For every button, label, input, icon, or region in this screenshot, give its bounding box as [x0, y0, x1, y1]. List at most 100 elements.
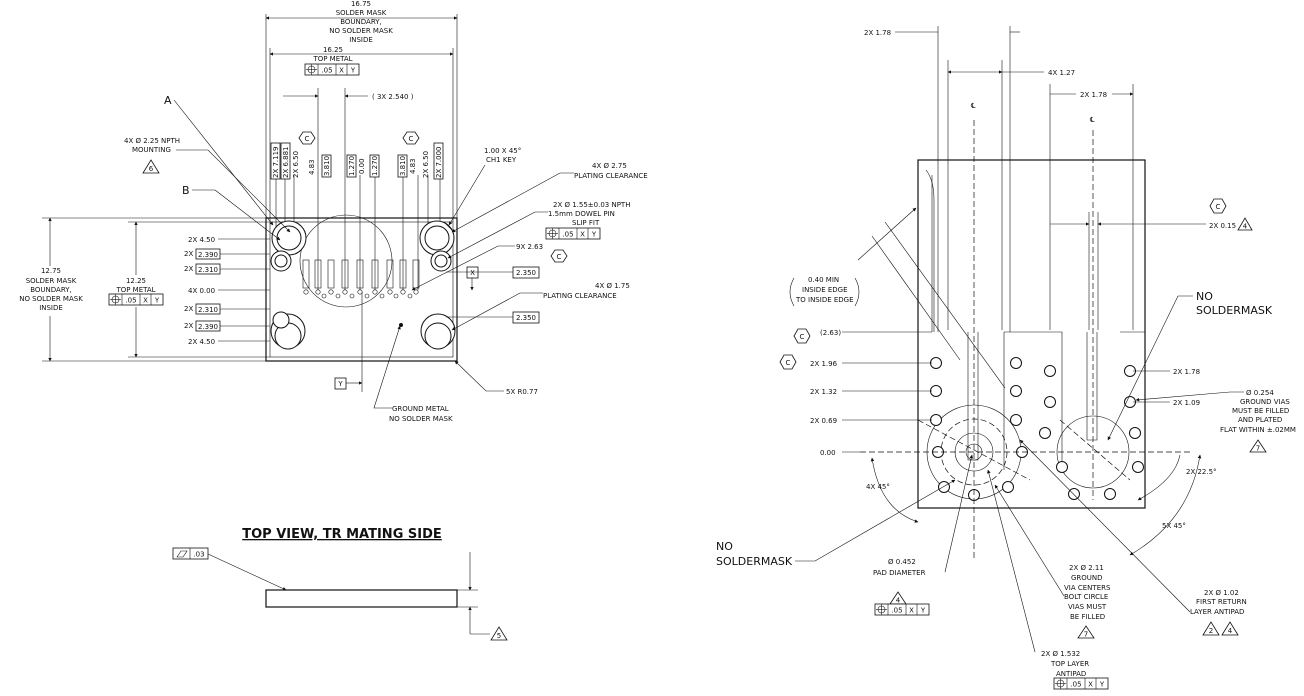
detail-via — [1056, 461, 1068, 473]
svg-text:2.310: 2.310 — [198, 266, 218, 274]
svg-text:4: 4 — [1228, 627, 1233, 635]
bolt-note-3: VIA CENTERS — [1064, 584, 1111, 592]
detail-via — [1010, 414, 1022, 426]
dim-16-75-line2: BOUNDARY, — [340, 18, 382, 26]
dim-12-75-line3: NO SOLDER MASK — [19, 295, 83, 303]
svg-text:2.390: 2.390 — [198, 323, 218, 331]
top-antipad-2: TOP LAYER — [1050, 660, 1089, 668]
ground-via — [335, 293, 341, 299]
top-view: 16.75 SOLDER MASK BOUNDARY, NO SOLDER MA… — [14, 0, 648, 641]
fcf-top-antipad: .05 X Y — [1053, 677, 1109, 690]
dim-16-25-label: TOP METAL — [312, 55, 352, 63]
y-label-000: 0.00 — [820, 449, 836, 457]
inside-edge-3: TO INSIDE EDGE — [795, 296, 854, 304]
signal-slot — [327, 259, 335, 289]
svg-text:2.350: 2.350 — [516, 269, 536, 277]
via-note-5: FLAT WITHIN ±.02MM — [1220, 426, 1296, 434]
signal-slot — [386, 259, 394, 289]
svg-text:X: X — [143, 297, 148, 305]
svg-text:2X 6.50: 2X 6.50 — [422, 151, 430, 178]
via-note-2: GROUND VIAS — [1240, 398, 1290, 406]
signal-via — [400, 289, 406, 295]
board-outline — [265, 217, 458, 362]
no-soldermask-right-1: NO — [1196, 290, 1213, 303]
svg-text:X: X — [580, 231, 585, 239]
svg-text:2X: 2X — [184, 305, 193, 313]
dim-16-25-value: 16.25 — [323, 46, 343, 54]
svg-text:X: X — [1088, 681, 1093, 689]
svg-text:Y: Y — [920, 607, 926, 615]
top-antipad-3: ANTIPAD — [1056, 670, 1086, 678]
dim-12-75-value: 12.75 — [41, 267, 61, 275]
datum-c-hex-right: C — [402, 131, 420, 145]
fcf-12-25: .05 X Y — [108, 293, 164, 306]
signal-slot — [302, 259, 310, 289]
datum-c-hex-detail-top: C — [1209, 198, 1227, 214]
svg-text:2: 2 — [1209, 627, 1213, 635]
svg-text:3.810: 3.810 — [399, 156, 407, 176]
centerline-1: ℄ — [971, 102, 976, 110]
antipad-note-2: FIRST RETURN — [1196, 598, 1247, 606]
bolt-note-5: VIAS MUST — [1068, 603, 1107, 611]
signal-via — [328, 289, 334, 295]
ang-45-left: 4X 45° — [866, 483, 890, 491]
datum-c-hex-mid: C — [550, 249, 568, 263]
svg-text:C: C — [557, 253, 562, 261]
svg-text:Y: Y — [591, 231, 597, 239]
plating-275-1: 4X Ø 2.75 — [592, 162, 627, 170]
signal-via — [303, 289, 309, 295]
chamfer-key — [443, 221, 454, 232]
svg-text:2X: 2X — [184, 265, 193, 273]
signal-slot — [356, 259, 364, 289]
pitch-labels: 2X 7.119 2X 6.881 2X 6.50 4.83 3.810 1.2… — [270, 142, 444, 180]
datum-x-box — [466, 266, 479, 279]
fcf-16-25: .05 X Y — [304, 63, 360, 76]
dim-12-75-line4: INSIDE — [39, 304, 63, 312]
svg-text:4: 4 — [896, 597, 901, 605]
ground-via — [379, 293, 385, 299]
pad-note-2: PAD DIAMETER — [873, 569, 926, 577]
detail-via — [1044, 396, 1056, 408]
signal-slot — [341, 259, 349, 289]
svg-text:Y: Y — [350, 67, 356, 75]
svg-text:.05: .05 — [1070, 681, 1081, 689]
ang-45-right: 5X 45° — [1162, 522, 1186, 530]
svg-text:C: C — [305, 135, 310, 143]
svg-text:X: X — [339, 67, 344, 75]
ground-via — [407, 293, 413, 299]
left-l7: 2X 4.50 — [188, 338, 215, 346]
y-label-196: 2X 1.96 — [810, 360, 838, 368]
plating-175-1: 4X Ø 1.75 — [595, 282, 630, 290]
d-263: (2.63) — [820, 329, 841, 337]
dim-16-75-line1: SOLDER MASK — [336, 9, 387, 17]
bolt-note-6: BE FILLED — [1070, 613, 1105, 621]
ground-note-2: NO SOLDER MASK — [389, 415, 453, 423]
ground-via — [364, 293, 370, 299]
svg-text:3.810: 3.810 — [323, 156, 331, 176]
label-9x-263: 9X 2.63 — [516, 243, 543, 251]
signal-via — [357, 289, 363, 295]
basic-2350-a — [512, 266, 540, 279]
datum-y-box — [334, 377, 347, 390]
fcf-dowel: .05 X Y — [545, 227, 601, 240]
no-soldermask-left-1: NO — [716, 540, 733, 553]
via-note-3: MUST BE FILLED — [1232, 407, 1289, 415]
antipad-note-1: 2X Ø 1.02 — [1204, 589, 1239, 597]
mounting-note-2: MOUNTING — [132, 146, 171, 154]
r-109: 2X 1.09 — [1173, 399, 1200, 407]
svg-text:2X 7.119: 2X 7.119 — [272, 146, 280, 178]
antipad-right — [1056, 415, 1130, 489]
d-015: 2X 0.15 — [1209, 222, 1236, 230]
detail-via — [1104, 488, 1116, 500]
svg-text:C: C — [1216, 203, 1221, 211]
label-b: B — [182, 184, 190, 197]
via-note-1: Ø 0.254 — [1246, 389, 1274, 397]
dim-16-75-line4: INSIDE — [349, 36, 373, 44]
svg-text:0.00: 0.00 — [358, 158, 366, 174]
datum-c-hex-left: C — [298, 131, 316, 145]
svg-text:X: X — [470, 269, 475, 277]
basic-2350-b — [512, 311, 540, 324]
svg-text:Y: Y — [1099, 681, 1105, 689]
svg-text:1.270: 1.270 — [348, 156, 356, 176]
svg-text:2X: 2X — [184, 250, 193, 258]
